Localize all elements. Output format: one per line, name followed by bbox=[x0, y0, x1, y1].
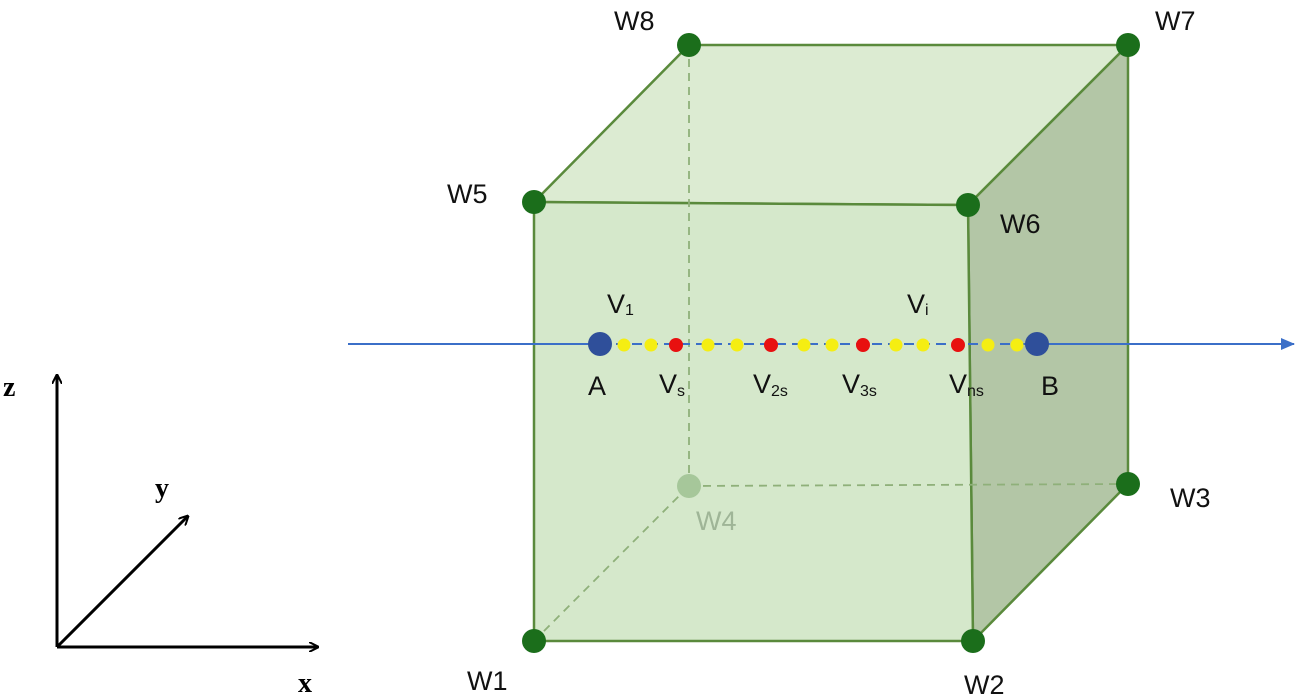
s-sample-point bbox=[669, 338, 683, 352]
vertex-labels: W1 W2 W3 W4 W5 W6 W7 W8 bbox=[447, 6, 1211, 698]
label-v3s: V3s bbox=[842, 369, 877, 400]
label-b: B bbox=[1041, 371, 1059, 401]
sample-point bbox=[981, 338, 995, 352]
hidden-edge-left-bottom bbox=[533, 485, 690, 642]
vertex-w1 bbox=[522, 629, 546, 653]
label-v2s: V2s bbox=[753, 369, 788, 400]
vertex-w4 bbox=[677, 474, 701, 498]
hidden-edge-back-bottom bbox=[688, 483, 1129, 487]
x-axis-label: x bbox=[298, 668, 312, 698]
cube-vertices bbox=[522, 33, 1140, 653]
label-vs: Vs bbox=[659, 369, 685, 400]
label-w5: W5 bbox=[447, 179, 488, 209]
sample-point bbox=[889, 338, 903, 352]
sample-point bbox=[617, 338, 631, 352]
cube-front-face bbox=[532, 200, 975, 643]
vertex-w5 bbox=[522, 190, 546, 214]
sample-point bbox=[644, 338, 658, 352]
label-w3: W3 bbox=[1170, 483, 1211, 513]
sample-point bbox=[916, 338, 930, 352]
vertex-w8 bbox=[677, 33, 701, 57]
vertex-w6 bbox=[956, 193, 980, 217]
sample-point bbox=[797, 338, 811, 352]
s-sample-point bbox=[764, 338, 778, 352]
ray-entry-point-a bbox=[588, 332, 612, 356]
label-w8: W8 bbox=[614, 6, 655, 36]
label-w6: W6 bbox=[1000, 209, 1041, 239]
y-axis-line bbox=[55, 516, 188, 649]
s-sample-point bbox=[856, 338, 870, 352]
ray-labels: A B V1 Vi Vs V2s V3s Vns bbox=[588, 289, 1059, 401]
label-vns: Vns bbox=[949, 369, 984, 400]
z-axis-label: z bbox=[3, 372, 15, 403]
label-w7: W7 bbox=[1155, 6, 1196, 36]
coordinate-axes: z y x bbox=[3, 372, 318, 698]
ray bbox=[348, 332, 1295, 356]
vertex-w2 bbox=[961, 629, 985, 653]
y-axis-label: y bbox=[155, 473, 169, 504]
s-sample-point bbox=[951, 338, 965, 352]
label-a: A bbox=[588, 371, 606, 401]
sample-point bbox=[825, 338, 839, 352]
label-vi: Vi bbox=[907, 289, 929, 319]
vertex-w3 bbox=[1116, 472, 1140, 496]
label-v1: V1 bbox=[607, 289, 634, 319]
label-w1: W1 bbox=[467, 666, 508, 696]
label-w4: W4 bbox=[696, 506, 737, 536]
vertex-w7 bbox=[1116, 33, 1140, 57]
ray-exit-point-b bbox=[1025, 332, 1049, 356]
sample-point bbox=[1010, 338, 1024, 352]
label-w2: W2 bbox=[964, 670, 1005, 698]
sample-point bbox=[730, 338, 744, 352]
sample-point bbox=[701, 338, 715, 352]
voxel-cube bbox=[531, 41, 1132, 645]
